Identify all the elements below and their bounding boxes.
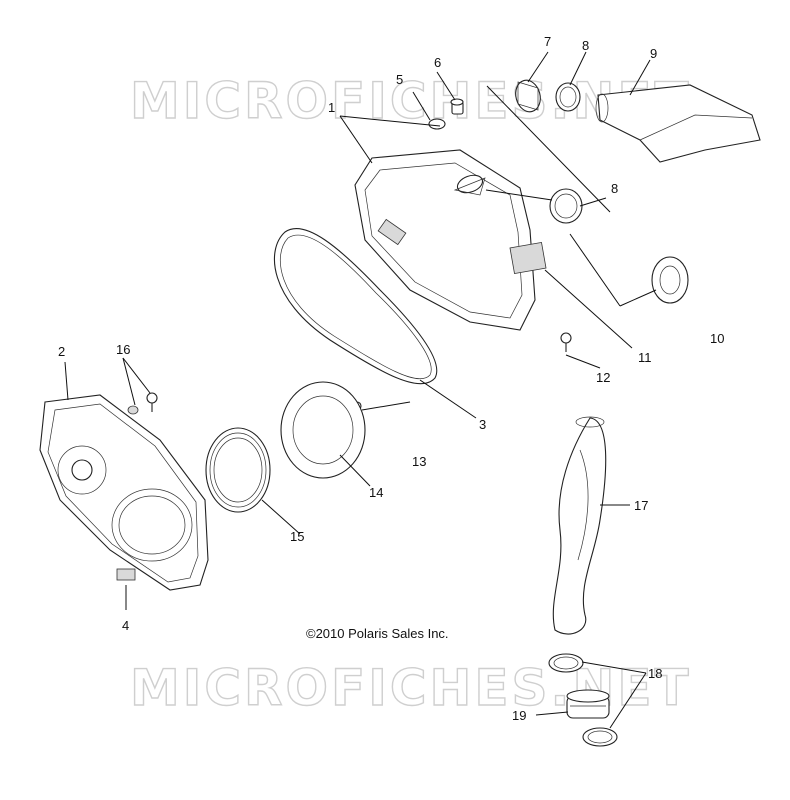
clamp-18-bottom [582,727,618,747]
callout-8-top: 8 [582,38,589,53]
callout-12: 12 [596,370,610,385]
watermark-top: MICROFICHES.NET [130,72,692,130]
callout-labels: 1 2 3 4 5 6 7 8 8 9 10 11 12 13 14 15 16… [58,34,724,723]
coupler [566,689,610,719]
cover-plate [280,381,366,479]
decal [116,568,136,581]
seal [428,118,446,130]
callout-11: 11 [638,350,652,365]
clamp-18-top [548,653,584,673]
screw-12 [560,332,572,352]
callout-9: 9 [650,46,657,61]
callout-17: 17 [634,498,648,513]
callout-18: 18 [648,666,662,681]
outer-clutch-cover [39,394,209,591]
plug [450,98,464,115]
callout-6: 6 [434,55,441,70]
screw-washer-16 [127,392,158,415]
exhaust-duct [552,416,607,635]
copyright-text: ©2010 Polaris Sales Inc. [306,626,449,641]
clamp-middle [549,188,583,224]
duct-adapter [515,79,541,113]
leader-lines [64,51,657,729]
inner-clutch-cover [354,149,547,331]
callout-5: 5 [396,72,403,87]
intake-duct [595,84,761,163]
drive-belt [273,227,438,385]
callout-14: 14 [369,485,383,500]
callout-7: 7 [544,34,551,49]
ring-seal [205,427,271,513]
callout-3: 3 [479,417,486,432]
clamp-top [555,82,581,112]
callout-8-middle: 8 [611,181,618,196]
callout-15: 15 [290,529,304,544]
callout-2: 2 [58,344,65,359]
gasket [651,256,689,304]
callout-4: 4 [122,618,129,633]
callout-16: 16 [116,342,130,357]
callout-19: 19 [512,708,526,723]
callout-10: 10 [710,331,724,346]
callout-13: 13 [412,454,426,469]
callout-1: 1 [328,100,335,115]
